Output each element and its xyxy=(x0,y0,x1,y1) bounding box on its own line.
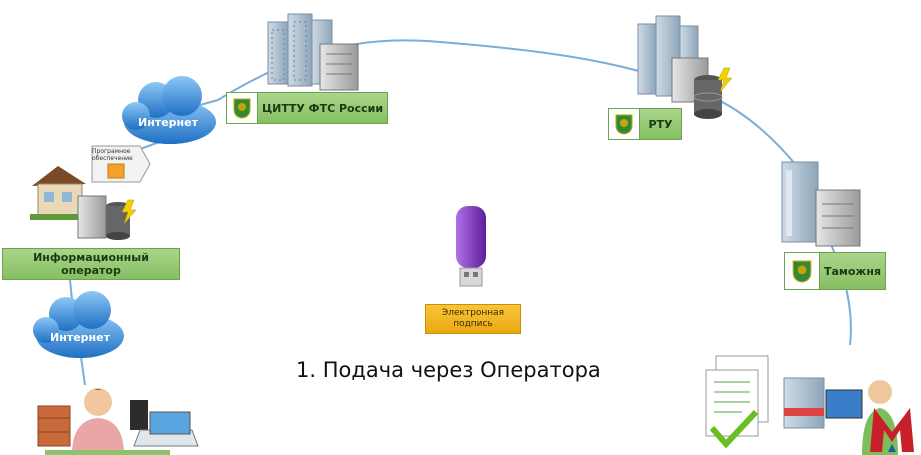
label-text: РТУ xyxy=(648,117,673,131)
person-icon xyxy=(37,388,199,455)
cloud-icon xyxy=(122,76,216,144)
label-text: Информационный оператор xyxy=(33,251,149,277)
cloud-icon xyxy=(33,291,124,358)
connection-line-cloud xyxy=(199,99,219,106)
server-icon xyxy=(77,195,137,240)
documents-icon xyxy=(705,355,898,455)
esign-label: Электронная подпись xyxy=(425,304,521,334)
house-icon xyxy=(30,166,90,220)
software-sign xyxy=(91,145,151,183)
server-icon xyxy=(319,43,359,91)
label-text: Таможня xyxy=(823,264,882,278)
connection-line-left xyxy=(69,279,73,301)
server-icon xyxy=(815,189,861,247)
emblem-icon xyxy=(785,253,820,289)
building-icon xyxy=(781,161,819,243)
emblem-icon xyxy=(227,93,258,123)
usb-token-icon xyxy=(456,206,486,287)
software-label: Програмное обеспечение xyxy=(92,148,133,162)
label-customs: Таможня xyxy=(784,252,886,290)
label-operator: Информационный оператор xyxy=(2,248,180,280)
internet-label-top: Интернет xyxy=(138,116,198,129)
label-text: ЦИТТУ ФТС России xyxy=(261,101,384,115)
label-rtu: РТУ xyxy=(608,108,682,140)
diagram-caption: 1. Подача через Оператора xyxy=(296,358,601,382)
label-ftc: ЦИТТУ ФТС России xyxy=(226,92,388,124)
emblem-icon xyxy=(609,109,640,139)
server-icon xyxy=(671,57,733,119)
brand-logo-icon xyxy=(870,408,914,452)
internet-label-bottom: Интернет xyxy=(50,331,110,344)
